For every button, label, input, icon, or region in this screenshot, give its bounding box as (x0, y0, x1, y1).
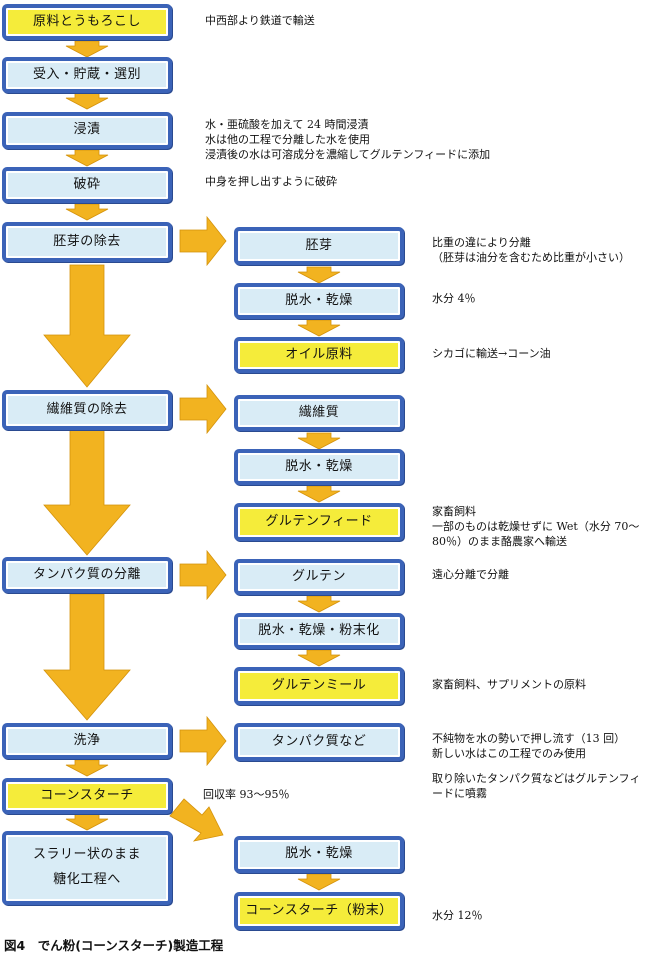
process-box-gluten-meal: グルテンミール (234, 667, 404, 705)
arrow-down-small (297, 266, 341, 284)
box-label: 繊維質 (298, 404, 340, 420)
box-label: 脱水・乾燥 (285, 458, 353, 474)
process-box-dehydrate-dry-3: 脱水・乾燥 (234, 836, 404, 873)
process-box-raw-corn: 原料とうもろこし (2, 4, 172, 40)
arrow-right (179, 383, 227, 435)
box-label: 脱水・乾燥 (285, 846, 353, 862)
arrow-down-small (297, 319, 341, 337)
process-box-steeping: 浸漬 (2, 112, 172, 149)
process-box-gluten-feed: グルテンフィード (234, 503, 404, 541)
box-label: 破砕 (73, 176, 101, 192)
box-label: 脱水・乾燥・粉末化 (258, 622, 380, 638)
box-label: 胚芽の除去 (53, 233, 121, 249)
arrow-down-small (65, 813, 109, 831)
arrow-down-small (65, 203, 109, 221)
process-box-protein-separation: タンパク質の分離 (2, 557, 172, 593)
box-label: グルテンフィード (265, 513, 373, 529)
process-box-germ-removal: 胚芽の除去 (2, 222, 172, 262)
note-gluten-meal: 家畜飼料、サプリメントの原料 (432, 678, 586, 691)
arrow-down-small (297, 595, 341, 613)
arrow-down-small (297, 649, 341, 667)
box-label: 原料とうもろこし (32, 13, 141, 29)
process-box-cornstarch-powder: コーンスターチ（粉末） (234, 892, 404, 930)
note-washing: 不純物を水の勢いで押し流す（13 回）新しい水はこの工程でのみ使用 (432, 732, 626, 760)
note-oil: シカゴに輸送→コーン油 (432, 347, 551, 360)
note-crushing: 中身を押し出すように破砕 (205, 175, 337, 188)
box-label: 洗浄 (73, 732, 101, 748)
arrow-down-small (297, 873, 341, 891)
note-moisture-4: 水分 4％ (432, 292, 476, 305)
box-label: コーンスターチ（粉末） (245, 902, 393, 918)
box-label: 胚芽 (305, 237, 333, 253)
note-gluten-feed: 家畜飼料一部のものは乾燥せずに Wet（水分 70〜80％）のまま酪農家へ輸送 (432, 505, 640, 548)
process-box-dehydrate-dry-powder: 脱水・乾燥・粉末化 (234, 613, 404, 649)
arrow-down-large (43, 593, 131, 721)
note-moisture-12: 水分 12％ (432, 909, 483, 922)
note-steeping: 水・亜硫酸を加えて 24 時間浸漬水は他の工程で分離した水を使用浸漬後の水は可溶… (205, 118, 491, 161)
arrow-right (179, 549, 227, 601)
box-label: 繊維質の除去 (46, 401, 128, 417)
note-transport: 中西部より鉄道で輸送 (205, 14, 315, 27)
arrow-right (179, 215, 227, 267)
process-box-receiving: 受入・貯蔵・選別 (2, 57, 172, 93)
arrow-down-small (297, 432, 341, 450)
box-label: 脱水・乾燥 (285, 292, 353, 308)
box-label: タンパク質の分離 (32, 566, 141, 582)
arrow-down-large (43, 264, 131, 388)
arrow-down-small (65, 92, 109, 110)
note-germ-separation: 比重の違により分離（胚芽は油分を含むため比重が小さい） (432, 236, 630, 264)
arrow-diagonal (169, 798, 224, 842)
note-centrifuge: 遠心分離で分離 (432, 568, 509, 581)
box-label: 受入・貯蔵・選別 (32, 66, 141, 82)
box-label-line: 糖化工程へ (53, 872, 121, 887)
process-box-dehydrate-dry-2: 脱水・乾燥 (234, 449, 404, 485)
process-box-gluten: グルテン (234, 559, 404, 595)
box-label: グルテン (291, 568, 346, 584)
box-label: タンパク質など (271, 733, 367, 749)
box-label: 浸漬 (73, 122, 101, 138)
process-box-dehydrate-dry-1: 脱水・乾燥 (234, 283, 404, 319)
process-box-slurry: スラリー状のまま 糖化工程へ (2, 831, 172, 905)
process-box-fiber: 繊維質 (234, 395, 404, 431)
process-box-protein-etc: タンパク質など (234, 723, 404, 761)
process-box-germ: 胚芽 (234, 227, 404, 265)
box-label: グルテンミール (271, 677, 367, 693)
arrow-down-small (65, 149, 109, 167)
arrow-down-small (65, 40, 109, 58)
process-box-crushing: 破砕 (2, 167, 172, 203)
note-protein-spray: 取り除いたタンパク質などはグルテンフィードに噴霧 (432, 772, 641, 800)
box-label: オイル原料 (285, 346, 353, 362)
process-box-washing: 洗浄 (2, 723, 172, 759)
figure-caption: 図4 でん粉(コーンスターチ)製造工程 (4, 938, 224, 953)
arrow-right (179, 715, 227, 767)
process-box-oil-material: オイル原料 (234, 337, 404, 373)
process-box-cornstarch: コーンスターチ (2, 778, 172, 814)
arrow-down-small (65, 759, 109, 777)
note-recovery: 回収率 93〜95％ (203, 788, 290, 801)
process-box-fiber-removal: 繊維質の除去 (2, 390, 172, 430)
arrow-down-large (43, 429, 131, 556)
box-label: コーンスターチ (40, 787, 134, 803)
box-label-line: スラリー状のまま (32, 847, 141, 863)
arrow-down-small (297, 485, 341, 503)
